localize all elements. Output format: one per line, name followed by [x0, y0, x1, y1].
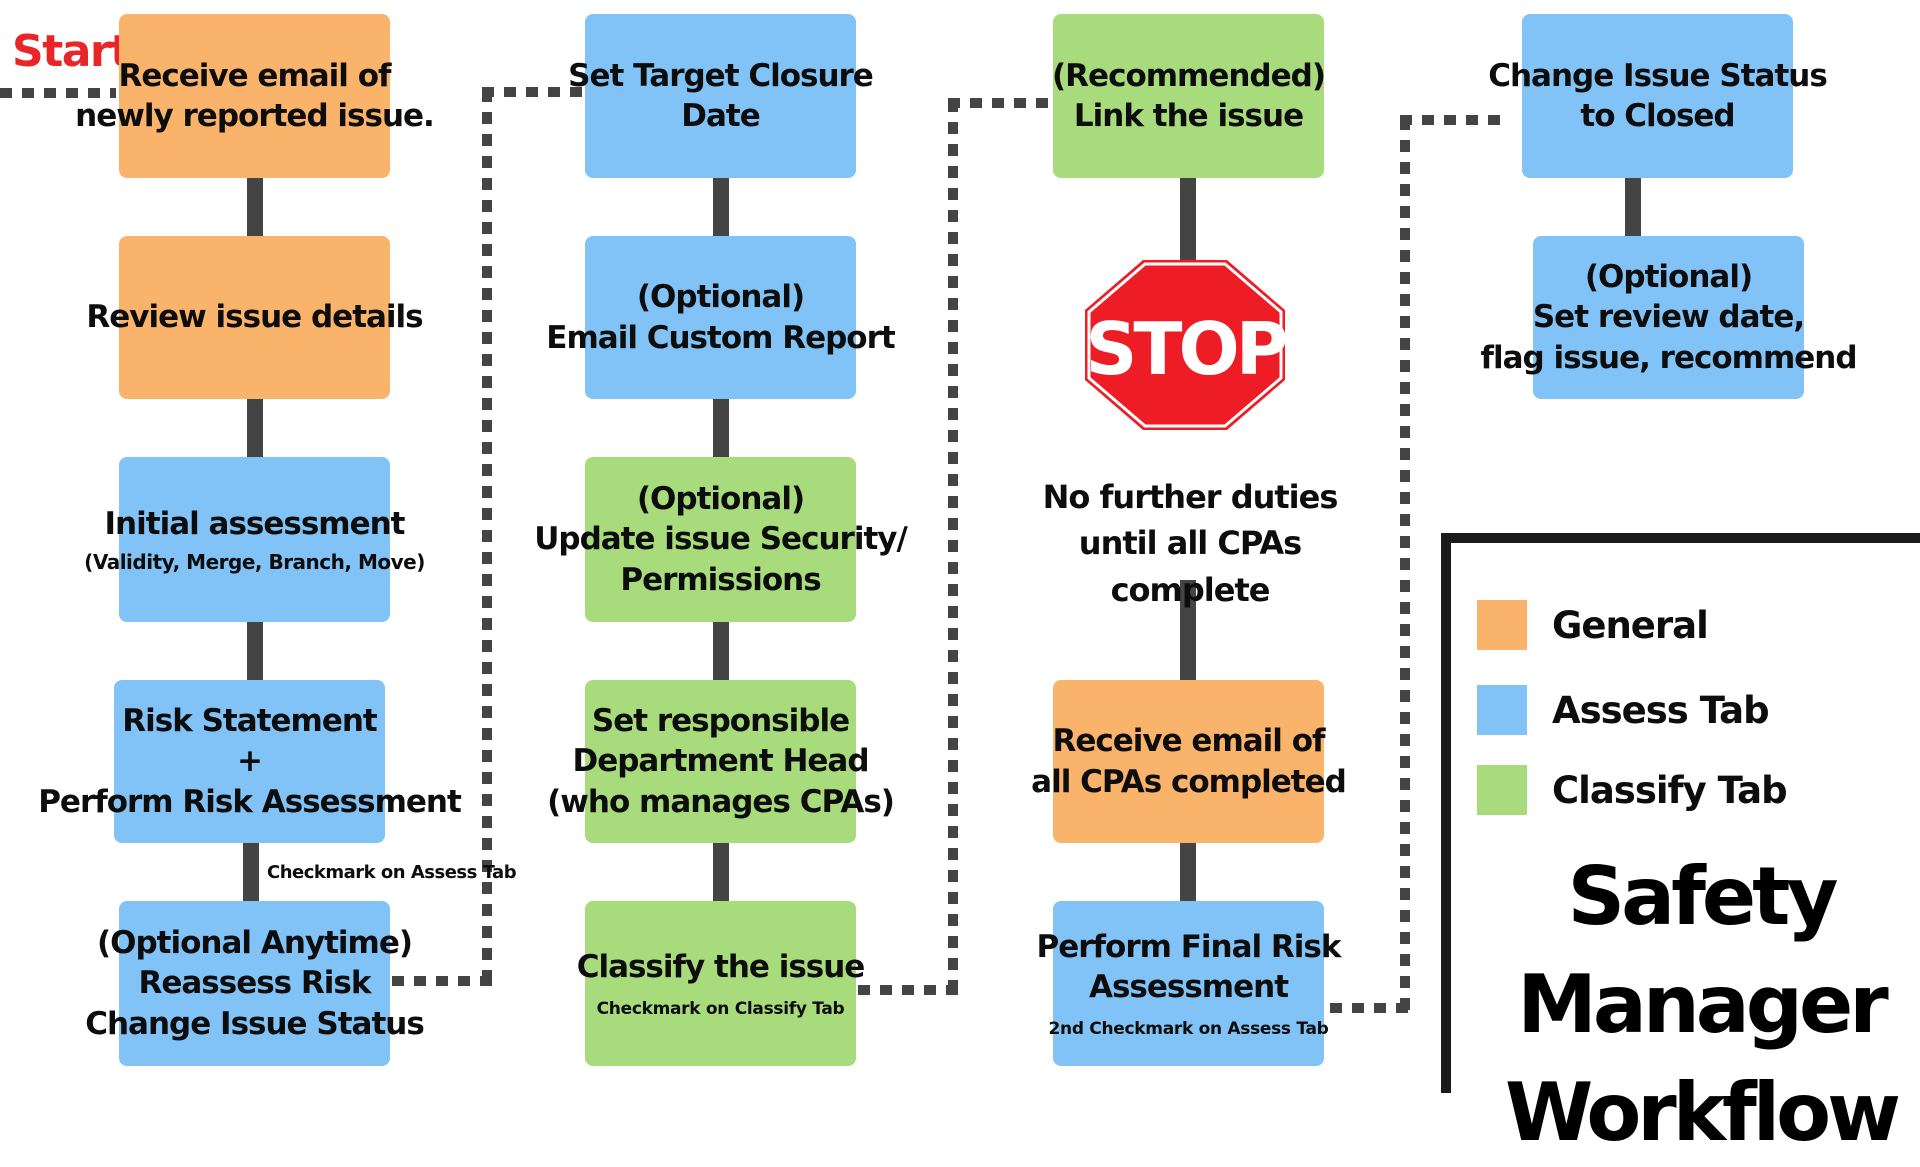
dashed-connector — [948, 100, 958, 995]
dashed-connector — [1400, 118, 1410, 1013]
connector — [1180, 178, 1196, 263]
stop-sign-border — [1087, 262, 1283, 428]
workflow-title: Safety Manager Workflow — [1451, 843, 1920, 1167]
node-text: Date — [681, 98, 760, 134]
node-text: (who manages CPAs) — [547, 783, 895, 820]
connector — [1180, 843, 1196, 901]
stop-sign-icon: STOP — [1085, 260, 1285, 430]
dashed-connector — [1330, 1003, 1410, 1013]
connector — [713, 622, 729, 680]
node-department-head: Set responsible Department Head (who man… — [547, 680, 895, 843]
node-subtext: 2nd Checkmark on Assess Tab — [1048, 1018, 1329, 1039]
node-text: Set Target Closure — [568, 57, 874, 94]
node-email-custom-report: (Optional) Email Custom Report — [546, 236, 896, 399]
legend-item-assess: Assess Tab — [1477, 685, 1770, 735]
node-text: Receive email of — [1052, 723, 1325, 760]
legend-label: Classify Tab — [1552, 768, 1788, 812]
node-risk-statement: Risk Statement + Perform Risk Assessment — [38, 680, 462, 843]
node-initial-assessment: Initial assessment (Validity, Merge, Bra… — [84, 457, 425, 622]
legend: General Assess Tab Classify Tab Safety M… — [1441, 533, 1920, 1159]
stop-sign-text: STOP — [1086, 307, 1285, 391]
connector — [1180, 580, 1196, 680]
node-text: Classify the issue — [576, 949, 866, 986]
legend-item-classify: Classify Tab — [1477, 765, 1788, 815]
stop-message-line: No further duties — [1042, 478, 1339, 516]
start-label: Start — [12, 26, 131, 77]
node-set-target-closure: Set Target Closure Date — [568, 14, 874, 178]
connector — [247, 399, 263, 457]
node-text: Change Issue Status — [1488, 57, 1828, 94]
connector — [247, 622, 263, 680]
node-text: Risk Statement — [122, 703, 377, 740]
node-link-issue: (Recommended) Link the issue — [1052, 14, 1326, 178]
node-classify-issue: Classify the issue Checkmark on Classify… — [577, 901, 865, 1066]
connector — [713, 843, 729, 901]
node-text: Set review date, — [1532, 299, 1805, 336]
node-text: Review issue details — [86, 299, 423, 336]
node-final-risk-assessment: Perform Final Risk Assessment 2nd Checkm… — [1037, 901, 1341, 1066]
node-text: Permissions — [620, 561, 821, 598]
node-text: (Optional Anytime) — [96, 925, 413, 962]
node-text: + — [237, 743, 263, 780]
node-subtext: (Validity, Merge, Branch, Move) — [84, 549, 425, 574]
node-text: to Closed — [1580, 98, 1735, 134]
legend-item-general: General — [1477, 600, 1709, 650]
node-receive-email: Receive email of newly reported issue. — [75, 14, 435, 178]
node-text: (Recommended) — [1052, 57, 1326, 94]
start-connector — [0, 88, 116, 98]
node-change-status-closed: Change Issue Status to Closed — [1488, 14, 1828, 178]
node-text: Reassess Risk — [138, 965, 371, 1002]
node-text: Set responsible — [591, 703, 850, 740]
connector — [1625, 178, 1641, 236]
node-text: Email Custom Report — [546, 319, 895, 356]
node-text: (Optional) — [636, 481, 805, 518]
node-text: Link the issue — [1073, 98, 1304, 134]
connector — [713, 178, 729, 236]
checkmark-note: Checkmark on Assess Tab — [267, 862, 517, 883]
node-text: newly reported issue. — [75, 98, 435, 134]
dashed-connector — [482, 87, 585, 97]
connector — [243, 843, 259, 901]
node-text: Update issue Security/ — [534, 521, 908, 558]
node-reassess-risk: (Optional Anytime) Reassess Risk Change … — [85, 901, 425, 1066]
connector — [713, 399, 729, 457]
node-update-security: (Optional) Update issue Security/ Permis… — [534, 457, 908, 622]
node-text: Department Head — [572, 743, 869, 780]
node-set-review-date: (Optional) Set review date, flag issue, … — [1480, 236, 1858, 399]
stop-message-line: until all CPAs complete — [1078, 524, 1302, 609]
dashed-connector — [482, 90, 492, 986]
node-text: (Optional) — [1584, 259, 1753, 296]
dashed-connector — [948, 98, 1048, 108]
dashed-connector — [858, 985, 958, 995]
node-text: flag issue, recommend — [1480, 339, 1857, 376]
legend-label: General — [1552, 603, 1709, 647]
node-text: Initial assessment — [104, 506, 406, 543]
dashed-connector — [1400, 115, 1510, 125]
node-text: Change Issue Status — [85, 1005, 425, 1042]
node-review-issue: Review issue details — [86, 236, 424, 399]
workflow-title-line: Workflow — [1504, 1066, 1901, 1159]
node-text: Assessment — [1088, 969, 1289, 1006]
dashed-connector — [392, 976, 492, 986]
connector — [247, 178, 263, 236]
node-text: Perform Risk Assessment — [38, 783, 462, 820]
node-receive-cpa-email: Receive email of all CPAs completed — [1031, 680, 1347, 843]
legend-swatch — [1477, 600, 1527, 650]
stop-sign-shape — [1085, 260, 1285, 430]
node-text: Receive email of — [118, 57, 391, 94]
node-text: (Optional) — [636, 279, 805, 316]
workflow-title-line: Safety Manager — [1517, 850, 1889, 1051]
stop-message: No further duties until all CPAs complet… — [1015, 474, 1365, 613]
legend-swatch — [1477, 765, 1527, 815]
legend-label: Assess Tab — [1552, 688, 1770, 732]
legend-swatch — [1477, 685, 1527, 735]
node-text: Perform Final Risk — [1036, 929, 1342, 966]
node-text: all CPAs completed — [1031, 763, 1347, 800]
node-subtext: Checkmark on Classify Tab — [596, 998, 845, 1019]
